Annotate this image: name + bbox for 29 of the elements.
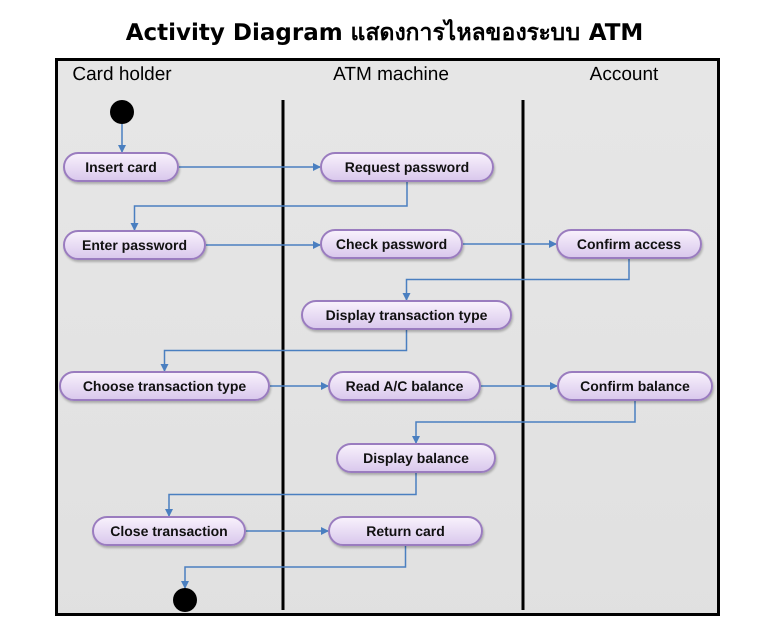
arrow [179, 163, 321, 171]
activity-node: Read A/C balance [328, 371, 481, 401]
arrow [181, 546, 406, 589]
activity-node: Display transaction type [301, 300, 512, 330]
arrow [402, 259, 630, 301]
arrow [160, 330, 408, 372]
lane-header: ATM machine [333, 64, 449, 86]
diagram-title: Activity Diagram แสดงการไหลของระบบ ATM [124, 18, 644, 48]
arrow [206, 241, 321, 249]
activity-node: Check password [320, 229, 463, 259]
activity-node: Request password [320, 152, 494, 182]
arrow [270, 382, 329, 390]
arrow [246, 527, 329, 535]
lane-header: Account [590, 64, 658, 86]
arrow [463, 240, 557, 248]
activity-node: Close transaction [92, 516, 246, 546]
arrow [118, 124, 126, 153]
arrow [481, 382, 558, 390]
activity-node: Return card [328, 516, 483, 546]
activity-node: Display balance [336, 443, 496, 473]
activity-node: Choose transaction type [59, 371, 270, 401]
activity-node: Confirm access [556, 229, 702, 259]
activity-node: Insert card [63, 152, 179, 182]
activity-node: Enter password [63, 230, 206, 260]
arrow [412, 401, 636, 444]
activity-node: Confirm balance [557, 371, 713, 401]
arrow [165, 473, 417, 517]
arrow [130, 182, 408, 231]
lane-header: Card holder [72, 64, 172, 86]
